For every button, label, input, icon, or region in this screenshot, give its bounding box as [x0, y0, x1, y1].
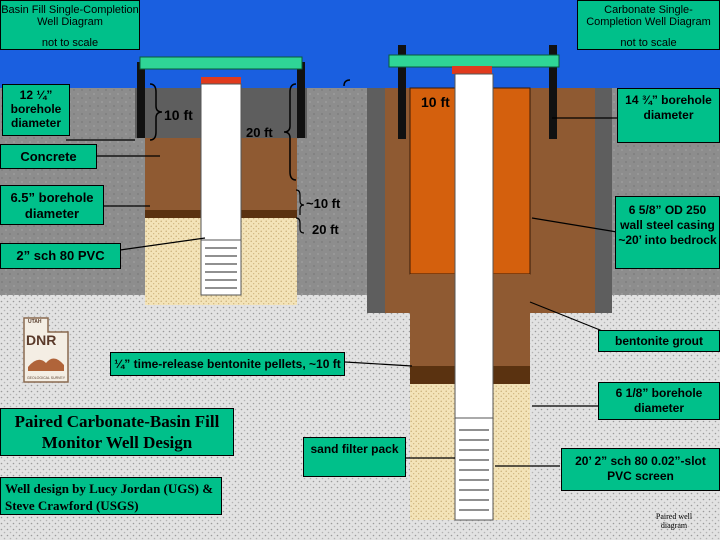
dnr-logo: UTAH DNR GEOLOGICAL SURVEY [18, 312, 74, 386]
left-pvc-casing [200, 83, 242, 241]
logo-mark: DNR [26, 332, 57, 348]
label-bentonite-pellets: ¼” time-release bentonite pellets, ~10 f… [110, 352, 345, 376]
label-pvc-screen: 20’ 2” sch 80 0.02”-slot PVC screen [561, 448, 720, 491]
right-header-title: Carbonate Single-Completion Well Diagram [586, 4, 711, 28]
credit-box: Well design by Lucy Jordan (UGS) & Steve… [0, 477, 222, 515]
left-pvc-screen [200, 239, 242, 296]
right-cap-teal [388, 54, 560, 68]
label-sand-filter: sand filter pack [303, 437, 406, 477]
brace-10ft-right [343, 79, 351, 87]
footer-note: Paired well diagram [655, 512, 693, 530]
left-screen-slots [205, 247, 237, 289]
title-box: Paired Carbonate-Basin Fill Monitor Well… [0, 408, 234, 456]
left-header-title: Basin Fill Single-Completion Well Diagra… [1, 4, 139, 28]
label-concrete: Concrete [0, 144, 97, 169]
logo-caption: GEOLOGICAL SURVEY [26, 376, 66, 380]
left-post-left [137, 62, 145, 138]
dim-10ft-left: 10 ft [164, 107, 193, 123]
brace-small-upper [295, 189, 305, 215]
logo-top-text: UTAH [28, 319, 42, 325]
dim-approx-10ft: ~10 ft [306, 196, 341, 211]
right-pvc-screen [454, 417, 494, 521]
dim-20ft-lower: 20 ft [312, 222, 339, 237]
right-screen-slots [459, 429, 489, 511]
label-borehole-1434: 14 ¾” borehole diameter [617, 88, 720, 143]
left-sand-pack-lower [145, 295, 297, 305]
label-borehole-12: 12 ¼” borehole diameter [2, 84, 70, 136]
utah-state-icon [23, 317, 69, 383]
left-cap-red [201, 77, 241, 84]
left-cap-teal [139, 56, 303, 70]
dim-10ft-right: 10 ft [421, 94, 450, 110]
left-header-box: Basin Fill Single-Completion Well Diagra… [0, 0, 140, 50]
left-post-right [297, 62, 305, 138]
right-header-scale: not to scale [620, 37, 677, 49]
brace-10ft-left [149, 83, 163, 141]
brace-small-lower [295, 217, 305, 234]
label-pvc-2: 2” sch 80 PVC [0, 243, 121, 269]
label-steel-casing: 6 5/8” OD 250 wall steel casing ~20’ int… [615, 196, 720, 269]
right-post-left [398, 45, 406, 139]
dim-20ft: 20 ft [246, 125, 273, 140]
label-bentonite-grout: bentonite grout [598, 330, 720, 352]
left-header-scale: not to scale [41, 37, 99, 49]
brace-20ft [283, 83, 297, 181]
label-borehole-65: 6.5” borehole diameter [0, 185, 104, 225]
right-cap-red [452, 66, 492, 74]
label-borehole-618: 6 1/8” borehole diameter [598, 382, 720, 420]
right-header-box: Carbonate Single-Completion Well Diagram… [577, 0, 720, 50]
right-post-right [549, 45, 557, 139]
right-pvc-casing [454, 73, 494, 419]
